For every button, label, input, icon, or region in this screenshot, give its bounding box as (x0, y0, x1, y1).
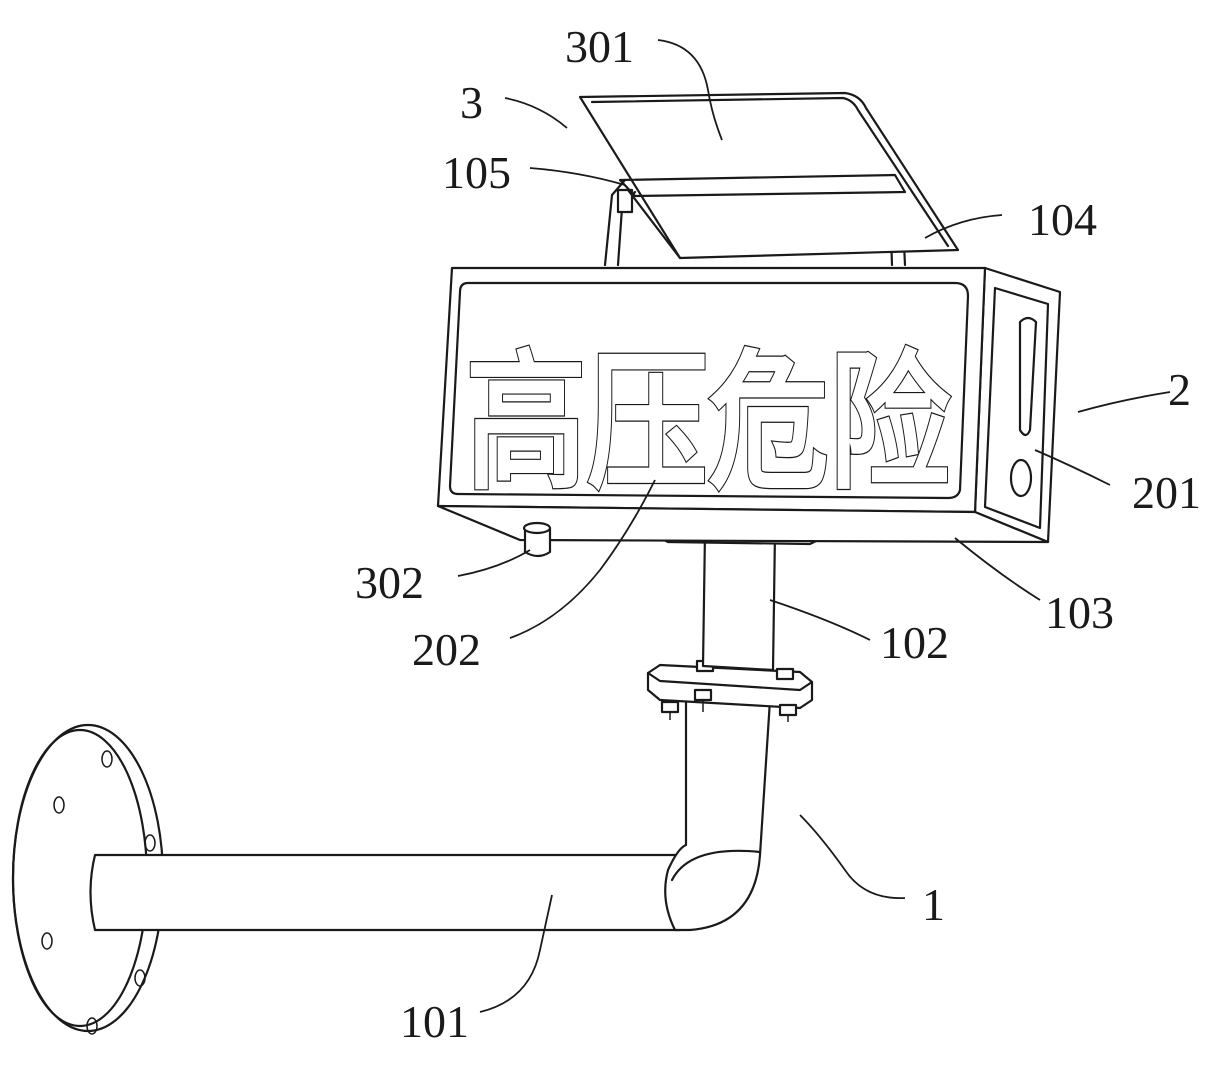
label-103: 103 (1045, 587, 1114, 638)
warning-sign-text: 高压危险 (466, 337, 952, 511)
label-301: 301 (565, 21, 634, 72)
solar-panel (580, 93, 958, 258)
horizontal-arm (91, 855, 681, 930)
label-102: 102 (880, 617, 949, 668)
label-302: 302 (355, 557, 424, 608)
elbow-joint (665, 700, 770, 930)
label-2: 2 (1168, 364, 1191, 415)
label-202: 202 (412, 624, 481, 675)
vertical-pipe (703, 532, 775, 670)
label-3: 3 (460, 77, 483, 128)
label-1: 1 (922, 879, 945, 930)
label-201: 201 (1132, 467, 1201, 518)
label-105: 105 (442, 147, 511, 198)
label-101: 101 (400, 996, 469, 1047)
label-104: 104 (1028, 194, 1097, 245)
